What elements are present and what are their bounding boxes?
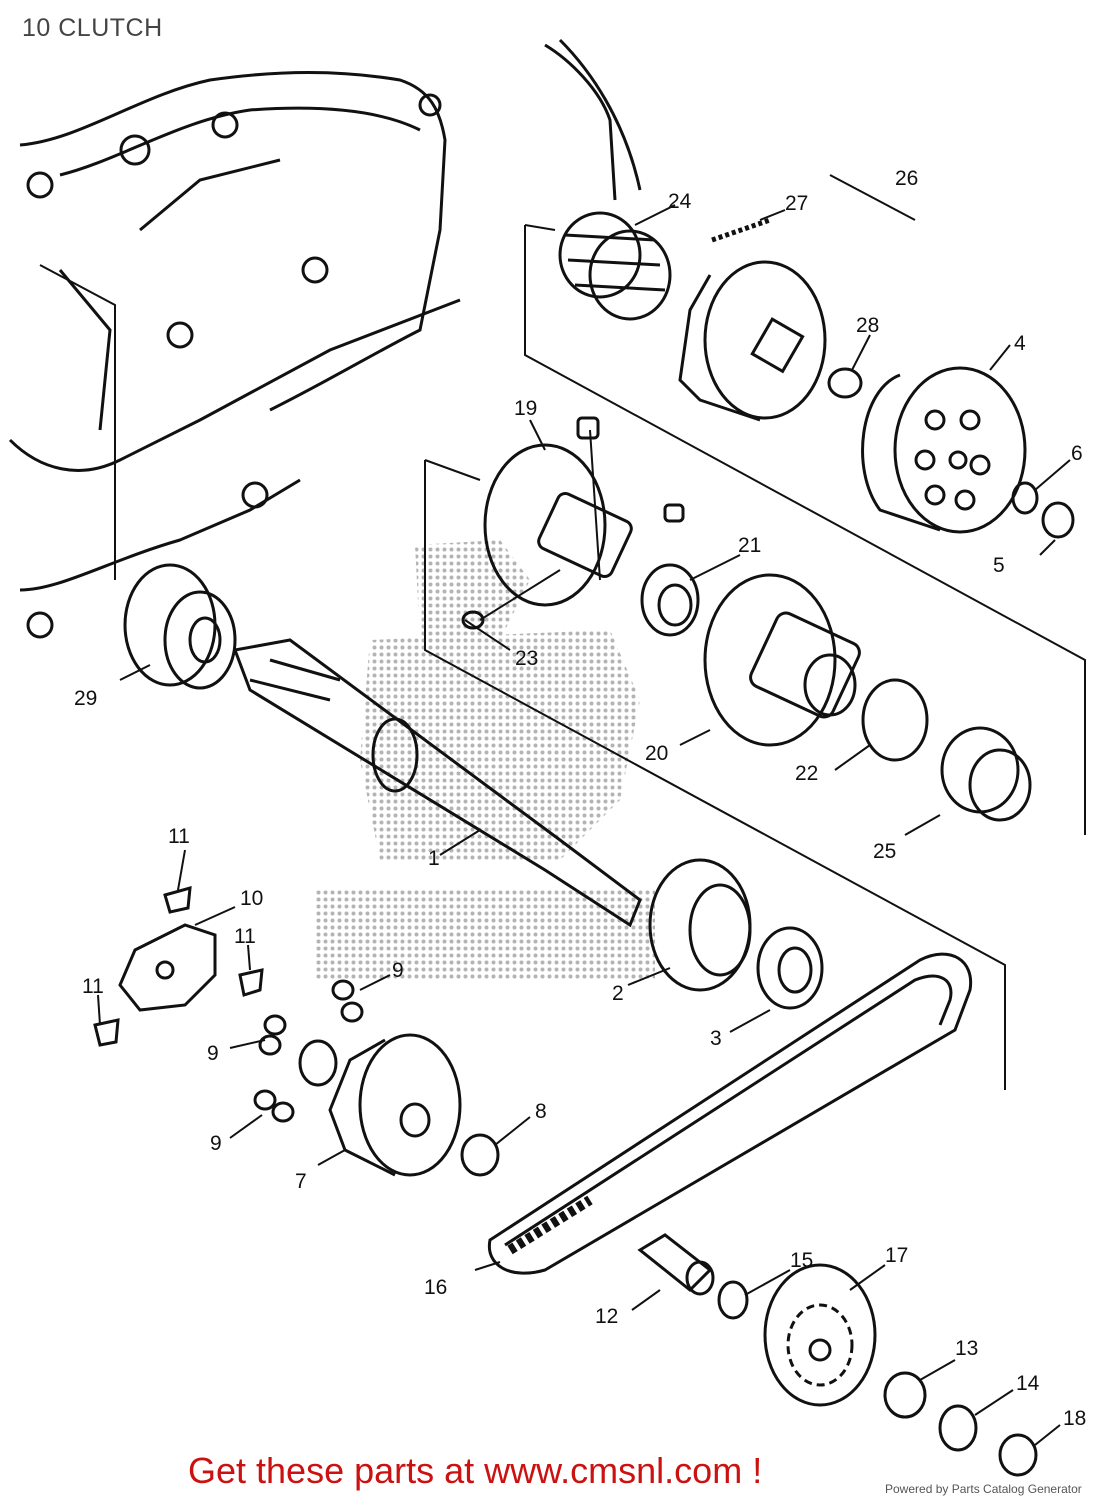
nut-part-18 — [998, 1433, 1038, 1477]
nut-part-13 — [883, 1371, 927, 1419]
nut-part-28 — [827, 367, 863, 399]
collar-part-8-left — [298, 1039, 338, 1087]
seal-part-3 — [756, 926, 824, 1010]
callout-label: 15 — [790, 1249, 813, 1272]
slide-part-11 — [163, 885, 192, 914]
washer-part-6 — [1011, 481, 1039, 515]
bearing-part-2 — [648, 858, 752, 992]
callout-label: 13 — [955, 1337, 978, 1360]
callout-label: 23 — [515, 647, 538, 670]
slide-part-11 — [238, 968, 264, 997]
callout-label: 16 — [424, 1276, 447, 1299]
washer-part-14 — [938, 1404, 978, 1452]
clutch-housing-part-4 — [861, 366, 1027, 534]
sheave-part-7 — [328, 1033, 462, 1177]
callout-label: 8 — [535, 1100, 547, 1123]
callout-label: 11 — [82, 975, 104, 998]
bearing-part-29 — [123, 563, 237, 690]
callout-label: 11 — [168, 825, 190, 848]
plate-part-19 — [461, 416, 685, 630]
callout-label: 20 — [645, 742, 668, 765]
page-title: 10 CLUTCH — [22, 14, 163, 42]
slide-part-11 — [93, 1018, 120, 1047]
callout-label: 21 — [738, 534, 761, 557]
belt-part-16 — [487, 952, 973, 1275]
callout-label: 19 — [514, 397, 537, 420]
callout-label: 4 — [1014, 332, 1026, 355]
nut-part-5 — [1041, 501, 1075, 539]
leader-lines — [97, 204, 1071, 1446]
callout-label: 9 — [207, 1042, 219, 1065]
sheave-part-20 — [703, 573, 861, 747]
seal-part-21 — [640, 563, 700, 637]
oring-part-22 — [861, 678, 929, 762]
assembly-guide-lines — [39, 174, 1086, 1090]
callout-label: 27 — [785, 192, 808, 215]
cam-plate-part-10 — [118, 923, 217, 1012]
callout-label: 25 — [873, 840, 896, 863]
callout-label: 12 — [595, 1305, 618, 1328]
fan-pulley-part-17 — [763, 1263, 877, 1407]
callout-label: 2 — [612, 982, 624, 1005]
callout-label: 29 — [74, 687, 97, 710]
callout-label: 11 — [234, 925, 256, 948]
promo-link[interactable]: Get these parts at www.cmsnl.com ! — [188, 1450, 763, 1491]
collar-part-25 — [940, 726, 1032, 822]
callout-label: 3 — [710, 1027, 722, 1050]
callout-label: 28 — [856, 314, 879, 337]
rollers-part-9 — [253, 979, 364, 1123]
callout-label: 18 — [1063, 1407, 1086, 1430]
callout-label: 6 — [1071, 442, 1083, 465]
callout-label: 7 — [295, 1170, 307, 1193]
credit-text: Powered by Parts Catalog Generator — [885, 1482, 1082, 1496]
spring-part-27 — [711, 217, 771, 243]
callout-label: 5 — [993, 554, 1005, 577]
crankcase-cover — [8, 38, 642, 639]
callout-label: 17 — [885, 1244, 908, 1267]
collar-part-8 — [460, 1133, 500, 1177]
clutch-carrier-part-26 — [678, 260, 827, 422]
callout-label: 22 — [795, 762, 818, 785]
callout-label: 9 — [392, 959, 404, 982]
callout-label: 24 — [668, 190, 692, 213]
spacer-part-12 — [637, 1233, 715, 1296]
callout-label: 9 — [210, 1132, 222, 1155]
callout-label: 10 — [240, 887, 263, 910]
washer-part-15 — [717, 1280, 749, 1320]
callout-label: 14 — [1016, 1372, 1040, 1395]
shaft-part-1 — [232, 638, 642, 928]
callout-label: 26 — [895, 167, 918, 190]
callout-label: 1 — [428, 847, 440, 870]
spring-part-24 — [558, 211, 672, 321]
